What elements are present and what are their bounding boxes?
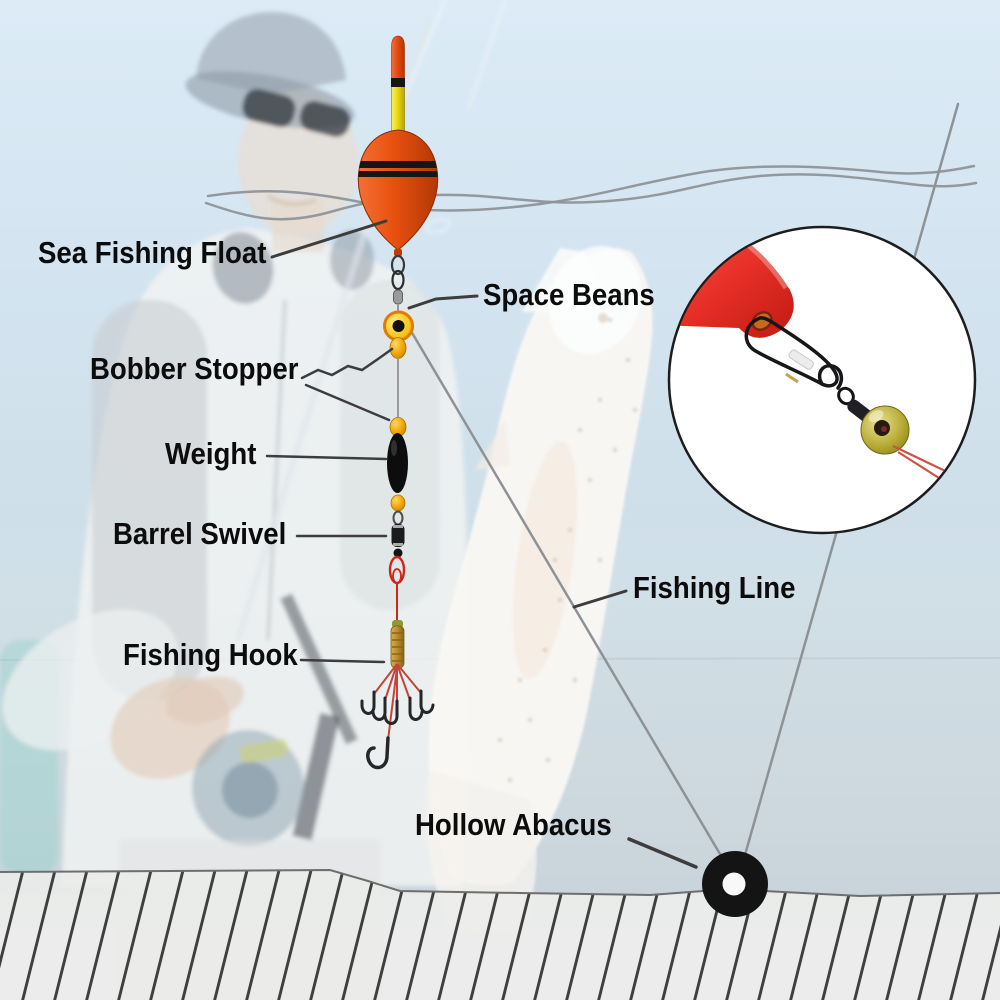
hollow-abacus <box>702 851 768 917</box>
label-bobber-stopper: Bobber Stopper <box>90 351 299 386</box>
inset-snap-wire <box>744 316 839 388</box>
barrel-swivel <box>391 510 405 558</box>
weight <box>387 433 408 493</box>
lower-bead <box>390 494 406 512</box>
seabed-boundary-line <box>0 868 1000 898</box>
sea-fishing-float <box>357 35 439 256</box>
fishing-hook-rig <box>360 555 435 770</box>
label-hollow-abacus: Hollow Abacus <box>415 807 612 842</box>
water-surface-lines <box>204 164 978 221</box>
label-barrel-swivel: Barrel Swivel <box>113 516 287 551</box>
label-fishing-line: Fishing Line <box>633 570 796 605</box>
space-bean <box>383 310 414 342</box>
pointer-lines <box>265 219 698 869</box>
inset-float-tip <box>670 228 794 338</box>
label-weight: Weight <box>165 436 257 471</box>
label-sea-fishing-float: Sea Fishing Float <box>38 235 267 270</box>
float-rig <box>357 35 439 770</box>
inset-tip-eyelet <box>751 311 773 331</box>
label-space-beans: Space Beans <box>483 277 655 312</box>
snap-swivel <box>390 254 406 313</box>
inset-detail-circle <box>667 225 977 535</box>
fishing-line-left <box>406 324 735 878</box>
label-fishing-hook: Fishing Hook <box>123 637 298 672</box>
